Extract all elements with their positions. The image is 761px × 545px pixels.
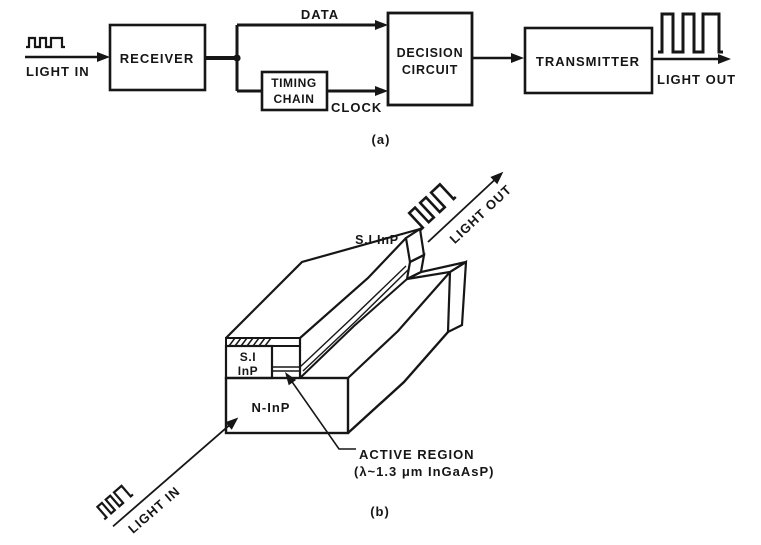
timing-chain-label-1: TIMING: [271, 76, 317, 90]
data-arrowhead: [375, 20, 388, 30]
light-in-arrowhead: [97, 52, 110, 62]
light-out-arrowhead-b: [490, 171, 504, 185]
light-in-arrowhead-b: [225, 417, 239, 430]
light-out-label-a: LIGHT OUT: [657, 72, 736, 87]
active-region-leader: [287, 375, 356, 450]
active-stripe-line-2: [302, 269, 409, 372]
transmitter-label: TRANSMITTER: [536, 54, 640, 69]
active-region-label-2: (λ~1.3 μm InGaAsP): [354, 464, 494, 479]
transmitter-box: [523, 26, 654, 95]
active-region-label-1: ACTIVE REGION: [359, 447, 475, 462]
active-region-arrowhead: [285, 372, 297, 386]
bar-near-top-edge: [347, 271, 451, 379]
light-in-arrow-b: [112, 424, 230, 528]
panel-b-chip-drawing: S.I InP N-InP S.I InP ACTIVE REGION: [95, 171, 515, 536]
receiver-label: RECEIVER: [120, 51, 194, 66]
clock-label: CLOCK: [331, 100, 382, 115]
input-waveform-icon: [26, 36, 65, 49]
ridge-base-edge: [299, 278, 408, 379]
panel-a-block-diagram: LIGHT IN RECEIVER DATA TIMING CHAIN CLOC…: [25, 7, 736, 147]
ledge-top-face: [406, 260, 467, 281]
bar-end-face: [446, 259, 468, 334]
active-layer-facet-lines: [272, 366, 300, 372]
light-out-arrowhead: [718, 54, 731, 64]
active-stripe-line-1: [299, 265, 407, 368]
light-in-label-a: LIGHT IN: [26, 64, 90, 79]
panel-b-caption: (b): [370, 504, 390, 519]
clock-arrowhead: [375, 86, 388, 96]
timing-chain-label-2: CHAIN: [274, 92, 315, 106]
decision-label-1: DECISION: [397, 46, 464, 60]
top-face-label: S.I InP: [355, 233, 399, 247]
data-label: DATA: [301, 7, 339, 22]
decision-output-arrowhead: [511, 53, 524, 63]
light-in-waveform-b: [95, 484, 134, 521]
output-waveform-icon: [658, 12, 723, 54]
light-out-arrow-b: [427, 178, 496, 243]
facet-label-inp: InP: [238, 364, 258, 378]
ridge-far-edge: [225, 227, 421, 339]
facet-label-si: S.I: [240, 350, 256, 364]
ridge-near-edge: [299, 237, 407, 339]
substrate-label: N-InP: [252, 400, 291, 415]
light-out-waveform-b: [407, 182, 457, 232]
light-in-group-b: LIGHT IN: [95, 417, 239, 536]
bar-near-bottom-edge: [347, 331, 449, 434]
panel-a-caption: (a): [372, 132, 391, 147]
decision-label-2: CIRCUIT: [402, 63, 458, 77]
contact-hatching: [228, 337, 272, 347]
